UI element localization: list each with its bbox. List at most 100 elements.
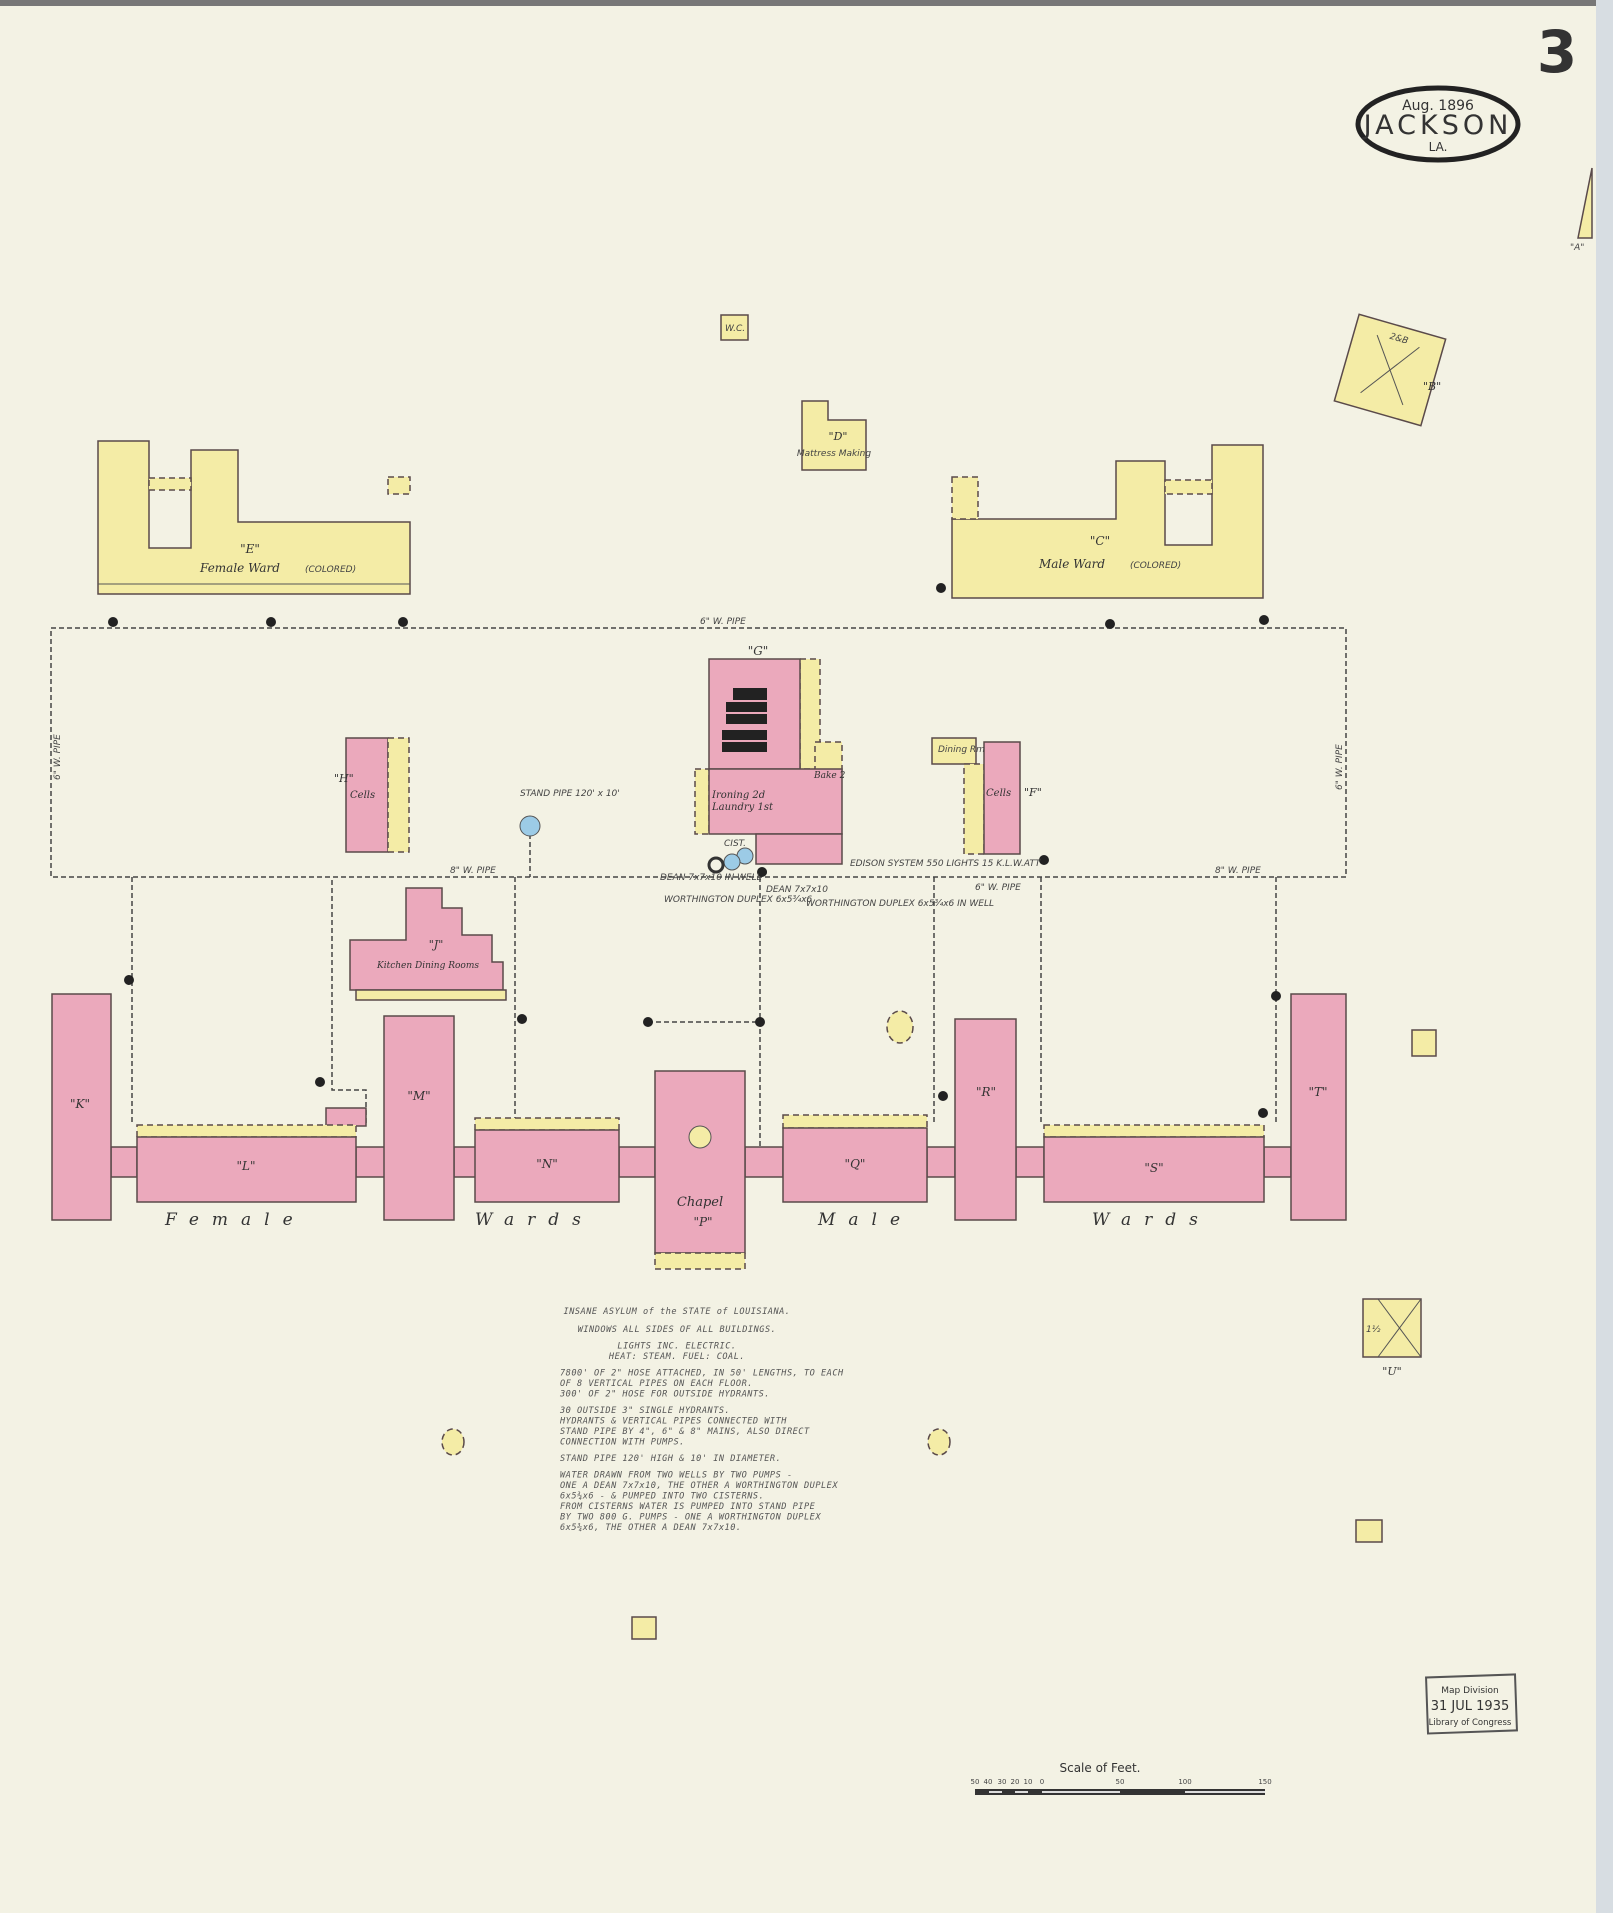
note-line: WINDOWS ALL SIDES OF ALL BUILDINGS. (578, 1325, 777, 1335)
building-f-cells: Dining Rm Cells "F" (931, 737, 1042, 855)
scale-tick-label: 100 (1178, 1778, 1191, 1786)
worthington-2-label: WORTHINGTON DUPLEX 6x5¾x6 IN WELL (806, 899, 994, 909)
building-g-bake: Bake 2 (813, 771, 846, 781)
scale-tick-label: 30 (998, 1778, 1007, 1786)
building-s (1043, 1136, 1265, 1203)
building-l-letter: "L" (236, 1159, 255, 1173)
building-g-laundry-label: Laundry 1st (711, 802, 774, 813)
building-wc-label: W.C. (725, 324, 745, 334)
building-f-name: Cells (986, 788, 1011, 799)
building-p-name: Chapel (677, 1195, 723, 1210)
branch-pipes (131, 834, 1277, 1150)
note-line: HEAT: STEAM. FUEL: COAL. (608, 1352, 745, 1362)
building-d-letter: "D" (829, 430, 848, 443)
building-h-letter: "H" (334, 772, 354, 785)
dean-well-label: DEAN 7x7x10 IN WELL (660, 873, 762, 883)
map-title: INSANE ASYLUM of the STATE of LOUISIANA. (564, 1307, 791, 1317)
building-f-dining: Dining Rm (938, 745, 985, 755)
building-s-letter: "S" (1144, 1161, 1163, 1175)
building-d-name: Mattress Making (797, 449, 872, 459)
building-h-cells: "H" Cells (334, 737, 410, 853)
main-ward-row: "K" "L" "M" "N" Chapel "P" "Q" "R" "S" "… (51, 993, 1347, 1270)
building-h-name: Cells (350, 790, 375, 801)
stamp-line1: Map Division (1441, 1686, 1499, 1696)
note-line: 6x5¾x6, THE OTHER A DEAN 7x7x10. (560, 1523, 742, 1533)
notes-block: WINDOWS ALL SIDES OF ALL BUILDINGS. LIGHT… (559, 1325, 844, 1533)
building-g-annotations: EDISON SYSTEM 550 LIGHTS 15 K.L.W.ATT CI… (660, 839, 1042, 909)
pipe-label-side-right: 6" W. PIPE (1335, 744, 1345, 790)
building-g-ironing: Ironing 2d (711, 790, 765, 801)
scale-tick-label: 40 (984, 1778, 993, 1786)
building-t-letter: "T" (1308, 1085, 1327, 1099)
cartouche-state: LA. (1429, 140, 1448, 154)
water-pipe-loop (50, 627, 1347, 878)
building-d (801, 400, 867, 471)
scale-tick-label: 50 (971, 1778, 980, 1786)
stand-pipe (519, 815, 541, 837)
building-n (474, 1129, 620, 1203)
ward-label-wards-1: Wards (475, 1210, 594, 1230)
pipe-label-bottom-mid: 6" W. PIPE (975, 883, 1021, 893)
scale-tick-label: 50 (1116, 1778, 1125, 1786)
pipe-label-bottom-left: 8" W. PIPE (450, 866, 496, 876)
building-e-letter: "E" (240, 542, 260, 556)
note-line: OF 8 VERTICAL PIPES ON EACH FLOOR. (560, 1379, 753, 1389)
building-wc (720, 314, 749, 341)
note-line: WATER DRAWN FROM TWO WELLS BY TWO PUMPS … (560, 1471, 793, 1481)
right-edge (1596, 0, 1613, 1913)
top-edge (0, 0, 1613, 6)
note-line: FROM CISTERNS WATER IS PUMPED INTO STAND… (560, 1502, 816, 1512)
building-p-letter: "P" (693, 1215, 712, 1229)
dynamo-note: EDISON SYSTEM 550 LIGHTS 15 K.L.W.ATT (850, 859, 1042, 869)
scale-tick-label: 0 (1040, 1778, 1044, 1786)
title-cartouche: Aug. 1896 JACKSON LA. (1355, 85, 1521, 163)
scale-tick-label: 10 (1024, 1778, 1033, 1786)
building-e-female-ward: "E" Female Ward (COLORED) (97, 440, 411, 595)
stamp-line3: Library of Congress (1429, 1718, 1512, 1728)
building-g-laundry: "G" Ironing 2d Laundry 1st Bake 2 (694, 644, 846, 876)
building-u-stories: 1½ (1366, 1325, 1381, 1335)
note-line: 30 OUTSIDE 3" SINGLE HYDRANTS. (559, 1406, 730, 1416)
note-line: LIGHTS INC. ELECTRIC. (617, 1342, 736, 1352)
note-line: 6x5¾x6 - & PUMPED INTO TWO CISTERNS. (560, 1492, 764, 1502)
scale-title: Scale of Feet. (1059, 1761, 1140, 1775)
scale-tick-label: 20 (1011, 1778, 1020, 1786)
ward-label-female: Female (164, 1210, 306, 1230)
note-line: 300' OF 2" HOSE FOR OUTSIDE HYDRANTS. (559, 1390, 770, 1400)
building-c-male-ward: "C" Male Ward (COLORED) (951, 444, 1264, 599)
note-line: 7800' OF 2" HOSE ATTACHED, IN 50' LENGTH… (560, 1369, 844, 1379)
library-stamp: Map Division 31 JUL 1935 Library of Cong… (1425, 1673, 1518, 1735)
building-n-letter: "N" (536, 1157, 558, 1171)
note-line: STAND PIPE 120' HIGH & 10' IN DIAMETER. (560, 1454, 781, 1464)
cartouche-city: JACKSON (1362, 110, 1513, 141)
pipe-label-top: 6" W. PIPE (700, 617, 746, 627)
building-c-letter: "C" (1090, 534, 1110, 548)
building-u-letter: "U" (1382, 1365, 1401, 1378)
dean-2-label: DEAN 7x7x10 (766, 885, 828, 895)
building-e-note: (COLORED) (305, 565, 356, 575)
building-k (51, 993, 112, 1221)
ward-label-male: Male (817, 1210, 913, 1230)
cistern-label: CIST. (724, 839, 746, 849)
building-r-letter: "R" (976, 1085, 996, 1099)
building-j-name: Kitchen Dining Rooms (376, 961, 479, 971)
building-j-kitchen: "J" Kitchen Dining Rooms (349, 887, 507, 1001)
building-l (136, 1136, 357, 1203)
building-b-letter: "B" (1423, 380, 1441, 393)
building-t (1290, 993, 1347, 1221)
pipe-label-side-left: 6" W. PIPE (53, 734, 63, 780)
building-e-name: Female Ward (199, 561, 280, 575)
building-q (782, 1127, 928, 1203)
building-p-chapel (654, 1070, 746, 1254)
note-line: CONNECTION WITH PUMPS. (560, 1438, 685, 1448)
pipe-label-bottom-right: 8" W. PIPE (1215, 866, 1261, 876)
building-r (954, 1018, 1017, 1221)
building-f-letter: "F" (1024, 786, 1042, 799)
worthington-1-label: WORTHINGTON DUPLEX 6x5¾x6 (664, 895, 813, 905)
building-g-letter: "G" (748, 644, 769, 658)
note-line: ONE A DEAN 7x7x10, THE OTHER A WORTHINGT… (560, 1481, 838, 1491)
building-c-name: Male Ward (1038, 557, 1105, 571)
